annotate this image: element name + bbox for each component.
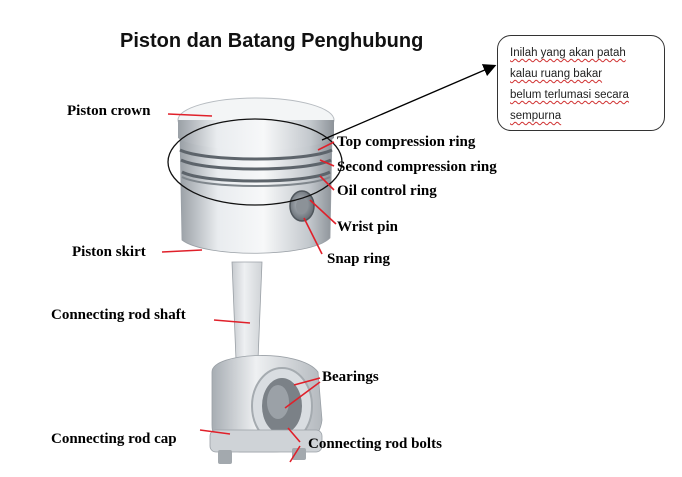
leader-second-ring	[319, 159, 335, 167]
leader-rod-shaft	[213, 319, 251, 324]
label-second-compression-ring: Second compression ring	[337, 159, 497, 175]
leader-top-ring	[317, 141, 335, 151]
diagram-title: Piston dan Batang Penghubung	[120, 30, 424, 52]
callout-line-4: sempurna	[510, 110, 562, 122]
label-piston-crown: Piston crown	[67, 103, 151, 119]
callout-line-2: kalau ruang bakar	[510, 68, 603, 80]
ring-highlight-ellipse	[167, 118, 343, 206]
leader-snap-ring	[303, 217, 323, 255]
label-piston-skirt: Piston skirt	[72, 244, 146, 260]
callout-line-1: Inilah yang akan patah	[510, 47, 626, 59]
leader-bearing-upper	[293, 377, 321, 386]
leader-wrist-pin	[309, 199, 337, 225]
leader-bearing-lower	[284, 381, 321, 409]
ring-groove-oil	[181, 170, 331, 183]
label-connecting-rod-shaft: Connecting rod shaft	[51, 307, 186, 323]
callout-note: Inilah yang akan patah kalau ruang bakar…	[497, 35, 665, 131]
piston-skirt-body	[179, 134, 333, 254]
callout-arrow	[321, 64, 497, 141]
label-top-compression-ring: Top compression ring	[337, 134, 476, 150]
label-snap-ring: Snap ring	[327, 251, 390, 267]
label-wrist-pin: Wrist pin	[337, 219, 398, 235]
label-connecting-rod-cap: Connecting rod cap	[51, 431, 177, 447]
label-oil-control-ring: Oil control ring	[337, 183, 437, 199]
leader-oil-ring	[319, 175, 335, 191]
leader-lines	[161, 113, 337, 463]
leader-rod-cap	[199, 429, 231, 435]
rod-bolt-left	[218, 450, 232, 464]
leader-piston-skirt	[161, 249, 203, 253]
leader-piston-crown	[167, 113, 213, 117]
ring-groove-top	[179, 148, 333, 161]
label-connecting-rod-bolts: Connecting rod bolts	[308, 436, 442, 452]
leader-bolt-upper	[287, 427, 301, 443]
leader-bolt-lower	[289, 445, 301, 463]
ring-groove-second	[180, 158, 332, 171]
callout-line-3: belum terlumasi secara	[510, 89, 629, 101]
rod-bolt-right	[292, 448, 306, 460]
label-bearings: Bearings	[322, 369, 379, 385]
